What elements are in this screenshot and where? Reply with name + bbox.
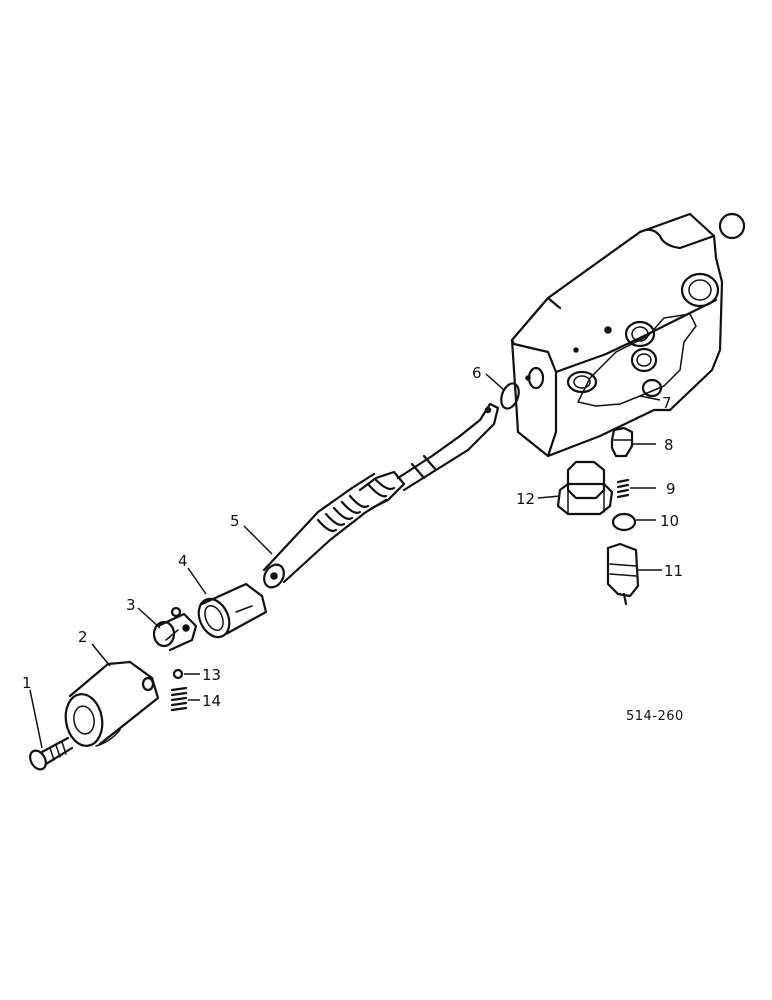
callout-11: 11 xyxy=(664,562,683,580)
valve-part-11 xyxy=(606,542,640,606)
spring-part-9 xyxy=(616,478,630,499)
callout-1: 1 xyxy=(22,674,32,692)
diagram-reference-code: 514-260 xyxy=(626,709,684,724)
sleeve-part-4 xyxy=(197,582,268,639)
callout-labels: 1 2 3 4 5 6 7 8 9 10 11 12 13 14 xyxy=(22,364,683,710)
callout-3: 3 xyxy=(126,596,136,614)
cap-part-2 xyxy=(64,660,160,747)
screw-part-1 xyxy=(29,736,74,771)
plug-part-8 xyxy=(610,426,634,458)
callout-5: 5 xyxy=(230,512,240,530)
plug-part-12 xyxy=(556,460,614,516)
ball-part-13 xyxy=(172,668,184,680)
callout-13: 13 xyxy=(202,666,221,684)
valve-body xyxy=(510,212,724,458)
callout-4: 4 xyxy=(178,552,188,570)
spring-part-14 xyxy=(170,686,188,712)
callout-12: 12 xyxy=(516,490,535,508)
o-ring-part-6 xyxy=(500,382,520,410)
callout-8: 8 xyxy=(664,436,674,454)
callout-7: 7 xyxy=(662,394,672,412)
callout-2: 2 xyxy=(78,628,88,646)
leader-lines xyxy=(29,373,662,749)
detent-part-3 xyxy=(152,606,198,652)
callout-10: 10 xyxy=(660,512,679,530)
callout-9: 9 xyxy=(666,480,676,498)
spool-part-5 xyxy=(262,402,500,589)
callout-14: 14 xyxy=(202,692,221,710)
o-ring-upper xyxy=(718,212,746,240)
callout-6: 6 xyxy=(472,364,482,382)
o-ring-part-10 xyxy=(611,512,637,532)
